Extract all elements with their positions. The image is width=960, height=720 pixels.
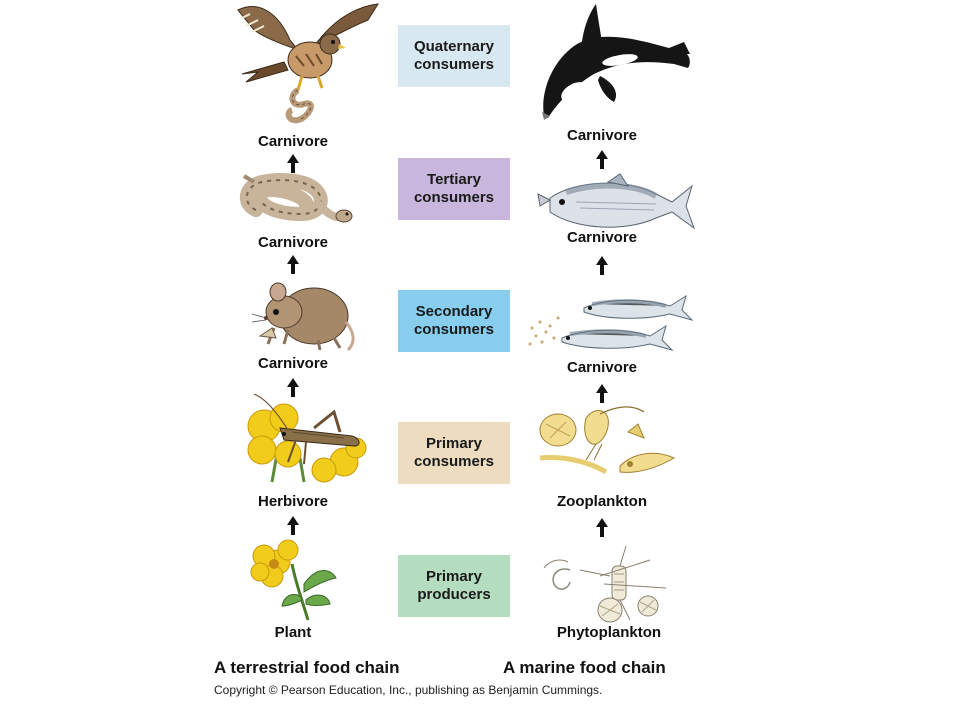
marine-label-1: Carnivore [512, 127, 692, 144]
marine-label-3: Carnivore [512, 359, 692, 376]
terrestrial-label-5: Plant [203, 624, 383, 641]
arrow-up-icon [595, 254, 609, 276]
phytoplankton-icon [540, 540, 680, 626]
herring-icon [526, 288, 696, 360]
level-box-primary-consumers: Primary consumers [398, 422, 510, 484]
level-box-quaternary: Quaternary consumers [398, 25, 510, 87]
terrestrial-label-2: Carnivore [203, 234, 383, 251]
snake-icon [236, 160, 354, 232]
arrow-up-icon [595, 516, 609, 538]
arrow-up-icon [286, 514, 300, 536]
zooplankton-icon [536, 404, 680, 486]
arrow-up-icon [595, 382, 609, 404]
level-box-primary-producers: Primary producers [398, 555, 510, 617]
terrestrial-caption: A terrestrial food chain [214, 658, 399, 678]
terrestrial-label-1: Carnivore [203, 133, 383, 150]
grasshopper-icon [244, 388, 372, 488]
hawk-icon [228, 0, 380, 128]
marine-caption: A marine food chain [503, 658, 666, 678]
marine-label-4: Zooplankton [512, 493, 692, 510]
mouse-icon [248, 272, 358, 354]
arrow-up-icon [595, 148, 609, 170]
terrestrial-label-3: Carnivore [203, 355, 383, 372]
marine-label-2: Carnivore [512, 229, 692, 246]
plant-icon [248, 534, 340, 622]
copyright-notice: Copyright © Pearson Education, Inc., pub… [214, 683, 602, 697]
terrestrial-label-4: Herbivore [203, 493, 383, 510]
orca-icon [534, 2, 694, 122]
level-box-tertiary: Tertiary consumers [398, 158, 510, 220]
marine-label-5: Phytoplankton [519, 624, 699, 641]
level-box-secondary: Secondary consumers [398, 290, 510, 352]
